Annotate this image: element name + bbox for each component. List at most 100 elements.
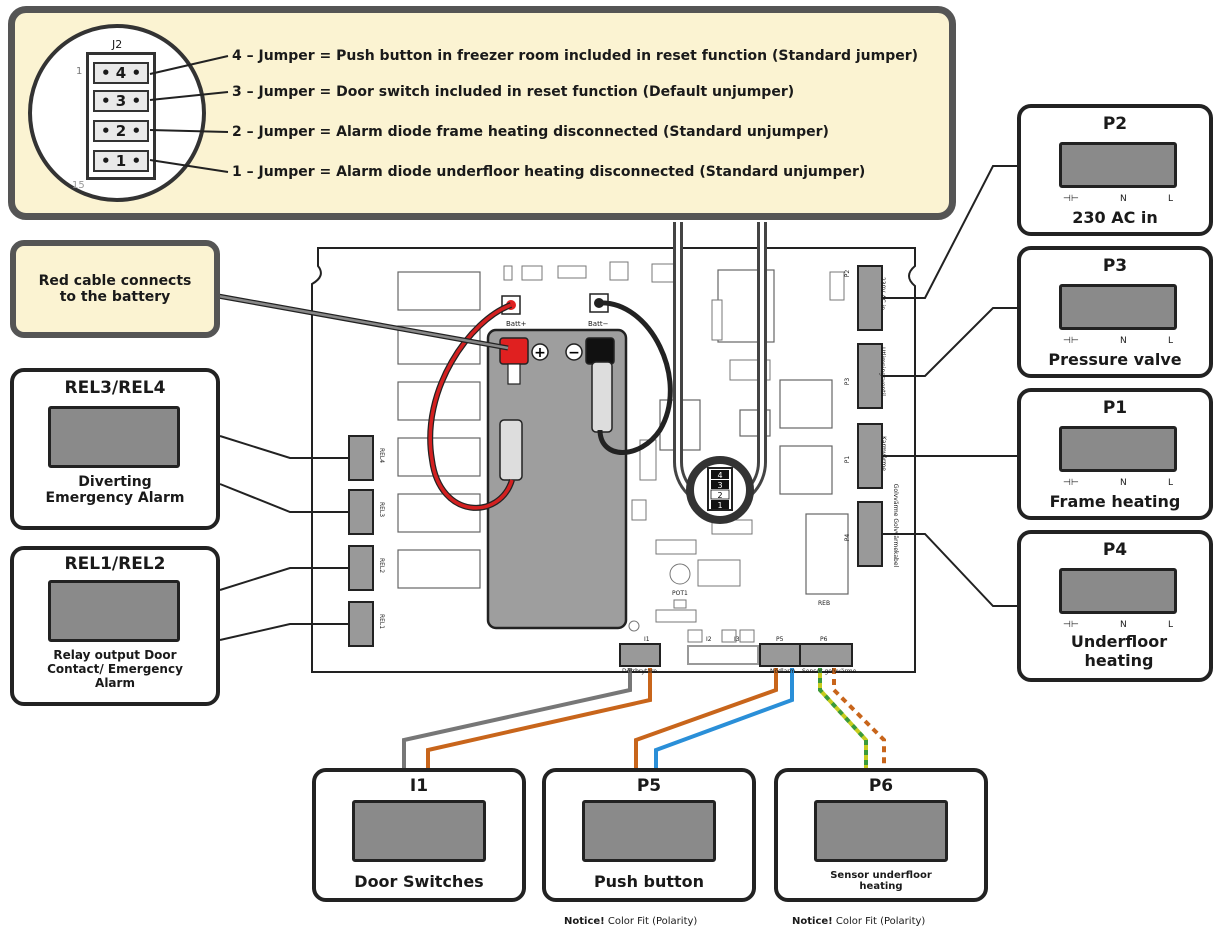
p4-caption: Underfloor heating (1070, 632, 1168, 670)
battery-note-text: Red cable connects to the battery (38, 273, 192, 305)
p4-pin-l: L (1167, 620, 1173, 630)
i1-connector (352, 800, 486, 862)
rel34-title: REL3/REL4 (64, 378, 166, 398)
rel34-caption: Diverting Emergency Alarm (45, 474, 185, 506)
jumper-leader-lines (149, 55, 229, 173)
p6-title: P6 (868, 776, 894, 796)
jumper-line-2: 2 – Jumper = Alarm diode frame heating d… (232, 124, 829, 140)
p3-pins: ⊣⊢ N L (1063, 336, 1173, 346)
svg-text:3: 3 (717, 481, 722, 490)
svg-text:1: 1 (717, 501, 722, 510)
battery-note: Red cable connects to the battery (10, 240, 220, 338)
svg-text:+: + (534, 345, 546, 361)
bottom-wires (402, 668, 886, 770)
jumper-3-number: 3 (115, 92, 127, 110)
pin15-label: 15 (72, 180, 85, 191)
p3-pin-l: L (1167, 336, 1173, 346)
p5-board-text: Nödlarm (770, 668, 796, 675)
notice-p5: Notice! Color Fit (Polarity) (564, 916, 697, 927)
jumper-line-3-text: Door switch included in reset function (… (331, 84, 795, 100)
notice-p5-text: Color Fit (Polarity) (604, 916, 698, 927)
jumper-line-4-text: Push button in freezer room included in … (331, 48, 919, 64)
p3-title: P3 (1102, 256, 1128, 276)
p2-pin-n: N (1119, 194, 1127, 204)
p3-board-label: P3 (844, 377, 852, 386)
p4-pin-n: N (1119, 620, 1127, 630)
p4-pin-earth: ⊣⊢ (1063, 620, 1079, 630)
notice-p5-bold: Notice! (564, 916, 605, 927)
callout-i1: I1 Door Switches (312, 768, 526, 902)
callout-p6: P6 Sensor underfloor heating (774, 768, 988, 902)
p1-board-text: Karmvärme (879, 436, 887, 471)
p2-board-text: 230V AC in (879, 276, 887, 311)
i1-title: I1 (409, 776, 429, 796)
i1-caption: Door Switches (354, 872, 484, 891)
jumper-4-number: 4 (115, 64, 127, 82)
p3-pin-earth: ⊣⊢ (1063, 336, 1079, 346)
p2-pin-earth: ⊣⊢ (1063, 194, 1079, 204)
callout-rel12: REL1/REL2 Relay output Door Contact/ Eme… (10, 546, 220, 706)
callout-p3: P3 ⊣⊢ N L Pressure valve (1017, 246, 1213, 378)
p6-connector (814, 800, 948, 862)
p4-connector (1059, 568, 1177, 614)
p1-board-label: P1 (844, 455, 852, 464)
jumper-2[interactable]: • 2 • (93, 120, 149, 142)
batt-minus-label: Batt− (588, 320, 609, 328)
i3-board-label: I3 (734, 636, 740, 643)
p2-caption: 230 AC in (1072, 208, 1158, 227)
svg-text:−: − (568, 345, 580, 361)
p3-caption: Pressure valve (1048, 350, 1182, 369)
rel12-caption: Relay output Door Contact/ Emergency Ala… (47, 648, 183, 690)
rel1-board-label: REL1 (378, 613, 386, 630)
callout-rel34: REL3/REL4 Diverting Emergency Alarm (10, 368, 220, 530)
pot-board-label: POT1 (672, 590, 688, 597)
p5-connector (582, 800, 716, 862)
p6-board-label: P6 (820, 636, 828, 643)
p1-connector (1059, 426, 1177, 472)
jumper-line-1: 1 – Jumper = Alarm diode underfloor heat… (232, 164, 865, 180)
rel2-board-label: REL2 (378, 557, 386, 574)
svg-text:2: 2 (717, 491, 722, 500)
p2-connector (1059, 142, 1177, 188)
reb-board-label: REB (818, 600, 831, 607)
p4-board-text: Golvvärme Golvvärmekabel (892, 483, 900, 568)
jumper-line-1-text: Alarm diode underfloor heating disconnec… (331, 164, 866, 180)
jumper-1-number: 1 (115, 152, 127, 170)
jumper-line-4: 4 – Jumper = Push button in freezer room… (232, 48, 918, 64)
batt-plus-label: Batt+ (506, 320, 527, 328)
right-leaders (882, 165, 1017, 607)
mini-jumper-numbers: 4 3 2 1 (710, 470, 730, 510)
jumper-line-4-key: 4 – Jumper = (232, 48, 332, 64)
jumper-3[interactable]: • 3 • (93, 90, 149, 112)
jumper-4[interactable]: • 4 • (93, 62, 149, 84)
p5-caption: Push button (593, 872, 705, 891)
p1-pin-n: N (1119, 478, 1127, 488)
p3-connector (1059, 284, 1177, 330)
p5-board-label: P5 (776, 636, 784, 643)
callout-p4: P4 ⊣⊢ N L Underfloor heating (1017, 530, 1213, 682)
jumper-1[interactable]: • 1 • (93, 150, 149, 172)
rel34-connector (48, 406, 180, 468)
p2-board-label: P2 (844, 269, 852, 278)
bottom-connectors (619, 643, 853, 667)
jumper-line-3-key: 3 – Jumper = (232, 84, 332, 100)
left-leaders (219, 435, 349, 641)
jumper-line-1-key: 1 – Jumper = (232, 164, 332, 180)
jumper-line-2-text: Alarm diode frame heating disconnected (… (331, 124, 829, 140)
j2-label: J2 (112, 38, 123, 51)
jumper-2-number: 2 (115, 122, 127, 140)
rel12-connector (48, 580, 180, 642)
p4-title: P4 (1102, 540, 1128, 560)
svg-text:4: 4 (717, 471, 722, 480)
p3-pin-n: N (1119, 336, 1127, 346)
jumper-line-2-key: 2 – Jumper = (232, 124, 332, 140)
p1-pin-earth: ⊣⊢ (1063, 478, 1079, 488)
p2-title: P2 (1102, 114, 1128, 134)
callout-p5: P5 Push button (542, 768, 756, 902)
p1-title: P1 (1102, 398, 1128, 418)
i1-board-text: Dörrbrytare (622, 668, 658, 675)
